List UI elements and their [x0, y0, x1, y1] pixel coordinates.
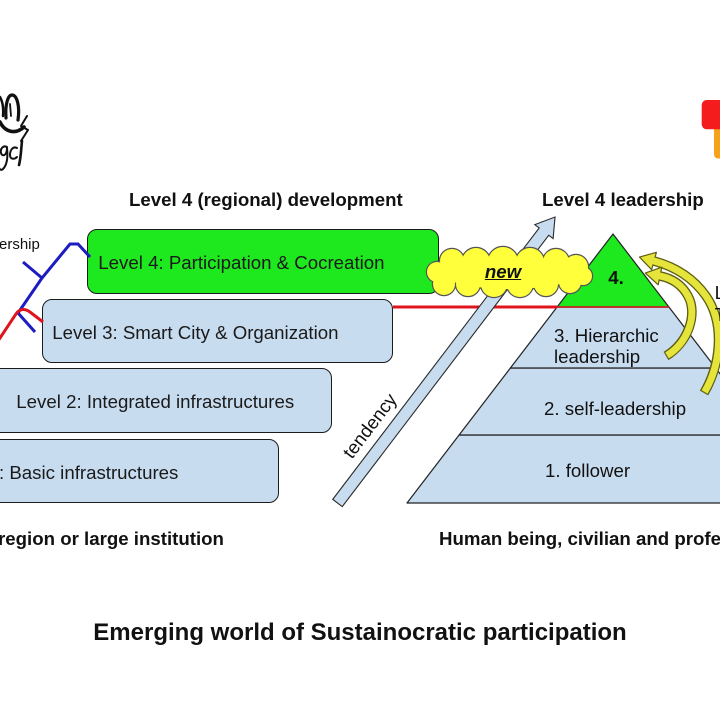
logo-stroke [9, 103, 12, 117]
development-level-4-label: Level 4: Participation & Cocreation [98, 252, 385, 273]
leadership-heading: Level 4 leadership [542, 189, 704, 210]
blue-participation-path [16, 242, 92, 334]
development-level-2-label: Level 2: Integrated infrastructures [16, 391, 295, 412]
leadership-pyramid [406, 233, 720, 504]
right-edge-label-fragment: L T [715, 282, 720, 326]
logo-red-block [701, 100, 720, 130]
pyramid-level-2-label: 2. self-leadership [544, 397, 687, 419]
pyramid-level-3-label-line: leadership [554, 346, 641, 367]
logo-orange-bar [714, 124, 720, 159]
red-participation-path [0, 308, 44, 341]
feedback-arrow-outer [638, 251, 720, 396]
pyramid-level-3-label: 3. Hierarchic leadership [554, 325, 659, 367]
logo-stroke [9, 146, 18, 160]
leadership-footer: Human being, civilian and profe [439, 528, 720, 549]
calligraphy-logo-icon [0, 93, 29, 171]
logo-stroke [4, 93, 21, 122]
right-edge-fragment-line: T [715, 304, 720, 326]
development-footer: region or large institution [0, 528, 224, 549]
left-edge-label-fragment: ership [0, 236, 40, 253]
blue-path-tick [22, 260, 43, 280]
development-level-4-box: Level 4: Participation & Cocreation [87, 229, 439, 294]
cloud-label: new [484, 261, 522, 282]
development-level-3-box: Level 3: Smart City & Organization [42, 299, 393, 363]
feedback-arrows [638, 251, 720, 396]
pyramid-level-1-label: 1. follower [545, 460, 631, 481]
development-level-1-label: : Basic infrastructures [0, 461, 179, 483]
red-orange-logo-icon [701, 100, 720, 159]
slide-title: Emerging world of Sustainocratic partici… [93, 619, 627, 646]
logo-stroke [0, 145, 9, 171]
development-level-1-box: : Basic infrastructures [0, 439, 279, 503]
arrow-body [655, 271, 696, 359]
arrow-body [649, 256, 720, 394]
logo-stroke [17, 139, 24, 167]
logo-stroke [0, 95, 5, 118]
feedback-arrow-inner [644, 266, 697, 361]
development-level-2-box: Level 2: Integrated infrastructures [0, 368, 332, 433]
logo-stroke [20, 115, 29, 142]
right-edge-fragment-line: L [714, 282, 720, 303]
pyramid-level-3-label-line: 3. Hierarchic [554, 325, 659, 346]
pyramid-level-4-label: 4. [608, 267, 624, 288]
development-heading: Level 4 (regional) development [129, 189, 403, 210]
logo-stroke [0, 120, 26, 134]
development-level-3-label: Level 3: Smart City & Organization [52, 321, 339, 343]
